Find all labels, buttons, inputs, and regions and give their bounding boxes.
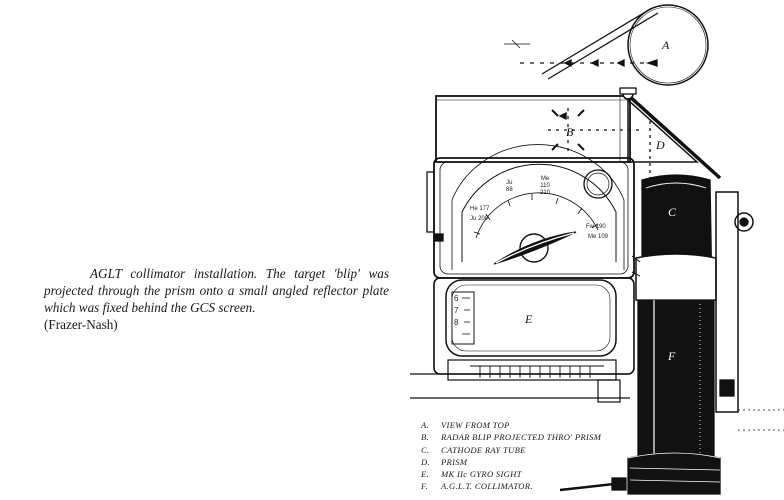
legend-row: C.CATHODE RAY TUBE <box>421 444 526 455</box>
top-view-detail <box>504 4 709 86</box>
scale-mark: 7 <box>454 306 459 315</box>
callout-e: E <box>525 312 533 326</box>
caption-credit: (Frazer-Nash) <box>44 317 118 332</box>
legend-row: D.PRISM <box>421 456 468 467</box>
callout-d: D <box>656 138 665 152</box>
callout-a: A <box>662 38 670 52</box>
dial-label-he177: He 177 <box>470 206 490 212</box>
caption-text: AGLT collimator installation. The target… <box>44 266 389 315</box>
legend-row: F.A.G.L.T. COLLIMATOR. <box>421 481 533 492</box>
dial-label-me110: Me 110 210 <box>540 176 551 196</box>
callout-b: B <box>566 125 574 139</box>
dial-label-fw190: Fw 190 <box>586 224 606 230</box>
callout-c: C <box>668 205 677 219</box>
collimator-tube <box>627 174 721 495</box>
legend-row: E.MK IIc GYRO SIGHT <box>421 469 522 480</box>
caption: AGLT collimator installation. The target… <box>44 265 389 333</box>
dial-label-ju88: Ju 88 <box>506 180 513 193</box>
legend: A.VIEW FROM TOP B.RADAR BLIP PROJECTED T… <box>421 419 601 493</box>
range-knob <box>493 231 577 265</box>
legend-row: A.VIEW FROM TOP <box>421 420 510 430</box>
prism <box>619 87 722 180</box>
scale-mark: 8 <box>454 318 459 327</box>
legend-row: B.RADAR BLIP PROJECTED THRO' PRISM <box>421 432 602 443</box>
scale-mark: 6 <box>454 294 459 303</box>
dial-label-me109: Me 109 <box>588 234 609 240</box>
dial-label-ju200: Ju 200 <box>470 216 489 222</box>
blip-area <box>548 108 640 156</box>
callout-f: F <box>668 349 676 363</box>
